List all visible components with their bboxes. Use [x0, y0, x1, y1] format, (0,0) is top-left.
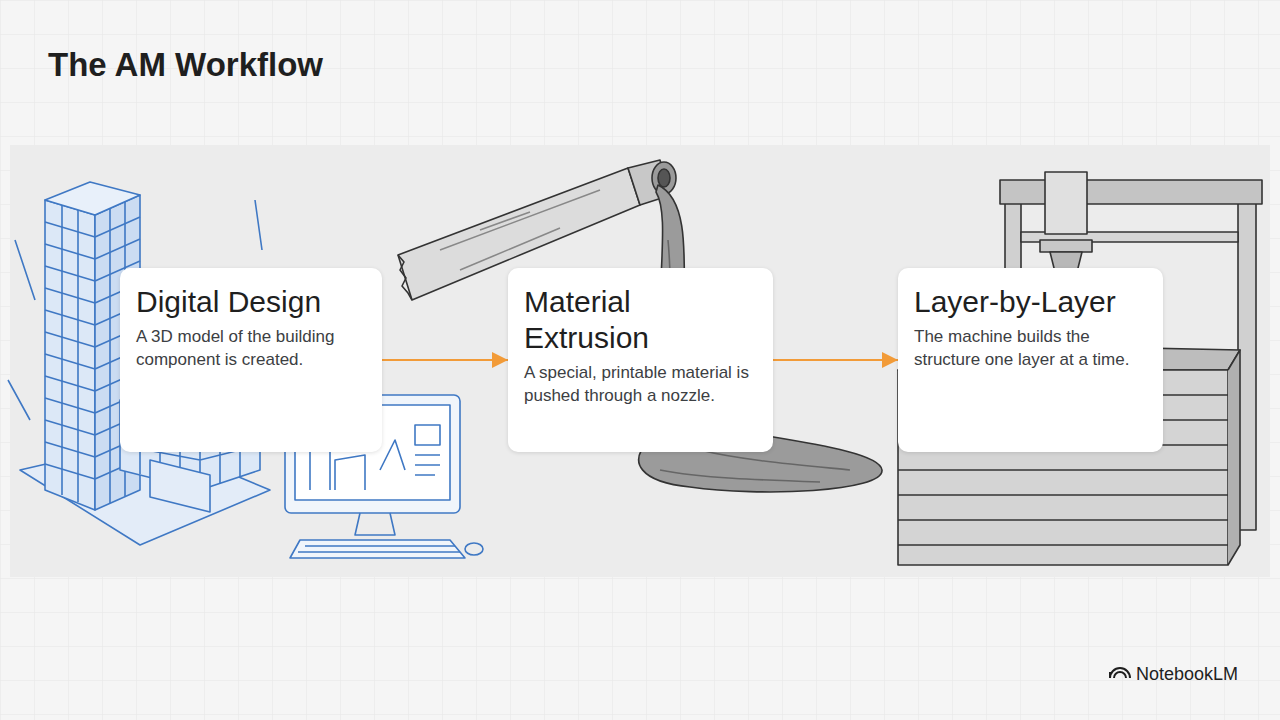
card-description: The machine builds the structure one lay… [914, 326, 1147, 372]
building-sketch [45, 222, 95, 479]
notebooklm-icon [1110, 668, 1130, 678]
notebooklm-icon [1109, 672, 1111, 678]
print-head [1045, 172, 1087, 234]
printer-gantry [1000, 180, 1262, 204]
notebooklm-icon [1114, 672, 1126, 678]
computer-sketch [298, 546, 460, 552]
flow-arrow [773, 359, 898, 361]
process-card: Digital Design A 3D model of the building… [120, 268, 382, 452]
process-card: Material Extrusion A special, printable m… [508, 268, 773, 452]
watermark: NotebookLM [1136, 664, 1238, 685]
slide-title: The AM Workflow [48, 46, 323, 84]
building-sketch [45, 200, 95, 510]
printed-layers [1228, 350, 1240, 565]
card-heading: Digital Design [136, 284, 366, 320]
computer-sketch [465, 543, 483, 555]
card-heading: Layer-by-Layer [914, 284, 1147, 320]
print-head [1040, 240, 1092, 252]
card-description: A special, printable material is pushed … [524, 362, 757, 408]
process-card: Layer-by-LayerThe machine builds the str… [898, 268, 1163, 452]
extrusion-tube [440, 190, 600, 270]
building-sketch [62, 202, 125, 503]
extrusion-tube [398, 255, 412, 300]
notebooklm-icon [1110, 668, 1130, 678]
building-sketch [150, 460, 210, 512]
flow-arrow [382, 359, 508, 361]
card-description: A 3D model of the building component is … [136, 326, 366, 372]
card-heading: Material Extrusion [524, 284, 757, 356]
extrusion-tube [658, 169, 670, 187]
computer-sketch [290, 540, 465, 558]
computer-sketch [355, 513, 395, 535]
content-band [10, 145, 1270, 577]
